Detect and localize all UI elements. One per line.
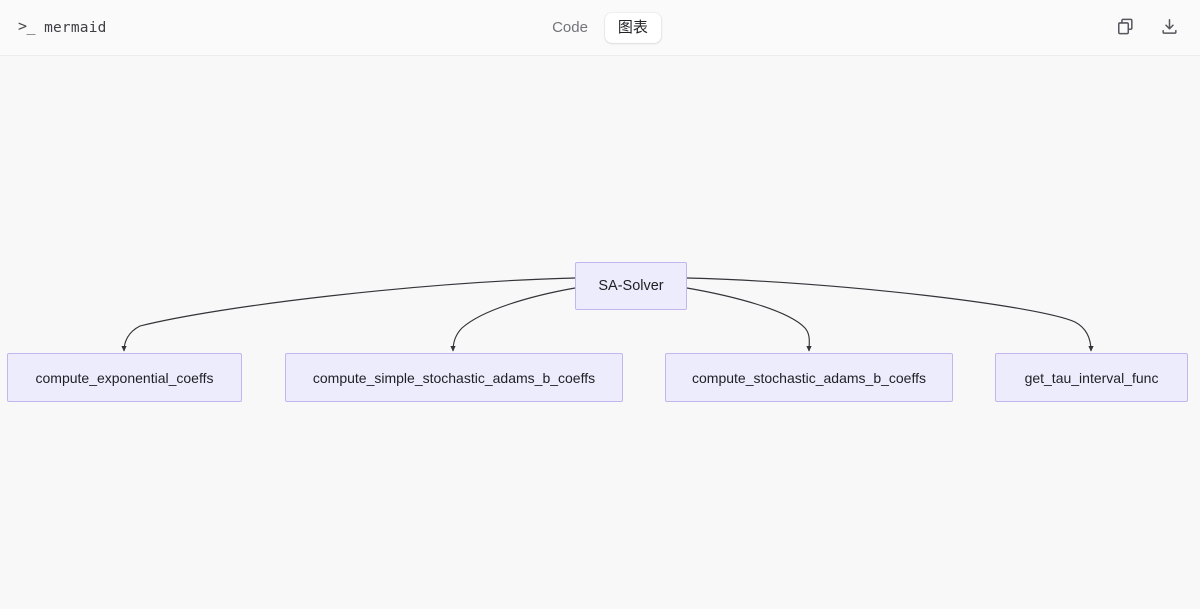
tab-code[interactable]: Code	[539, 12, 601, 42]
edge-sa-solver-to-compute_simple_stochastic_adams_b_coeffs	[450, 287, 576, 352]
node-compute-simple-stochastic-adams-b-coeffs[interactable]: compute_simple_stochastic_adams_b_coeffs	[285, 353, 623, 402]
terminal-prompt-icon: >_	[18, 17, 36, 35]
node-get-tau-interval-func[interactable]: get_tau_interval_func	[995, 353, 1188, 402]
view-mode-tabs: Code 图表	[536, 9, 664, 45]
node-sa-solver[interactable]: SA-Solver	[575, 262, 687, 310]
flowchart: SA-Solver compute_exponential_coeffs com…	[0, 56, 1200, 609]
download-icon	[1160, 17, 1179, 39]
header-actions	[1110, 13, 1184, 43]
diagram-canvas[interactable]: SA-Solver compute_exponential_coeffs com…	[0, 56, 1200, 609]
app-title: mermaid	[44, 19, 107, 36]
copy-button[interactable]	[1110, 13, 1140, 43]
app-header: >_ mermaid Code 图表	[0, 0, 1200, 56]
download-button[interactable]	[1154, 13, 1184, 43]
copy-icon	[1116, 17, 1135, 39]
node-compute-stochastic-adams-b-coeffs[interactable]: compute_stochastic_adams_b_coeffs	[665, 353, 953, 402]
edge-sa-solver-to-compute_exponential_coeffs	[121, 277, 576, 352]
brand: >_ mermaid	[18, 0, 107, 55]
flowchart-edges	[121, 277, 1094, 352]
tab-diagram[interactable]: 图表	[604, 12, 661, 43]
edge-sa-solver-to-get_tau_interval_func	[686, 277, 1094, 352]
node-compute-exponential-coeffs[interactable]: compute_exponential_coeffs	[7, 353, 242, 402]
edge-sa-solver-to-compute_stochastic_adams_b_coeffs	[686, 287, 812, 352]
